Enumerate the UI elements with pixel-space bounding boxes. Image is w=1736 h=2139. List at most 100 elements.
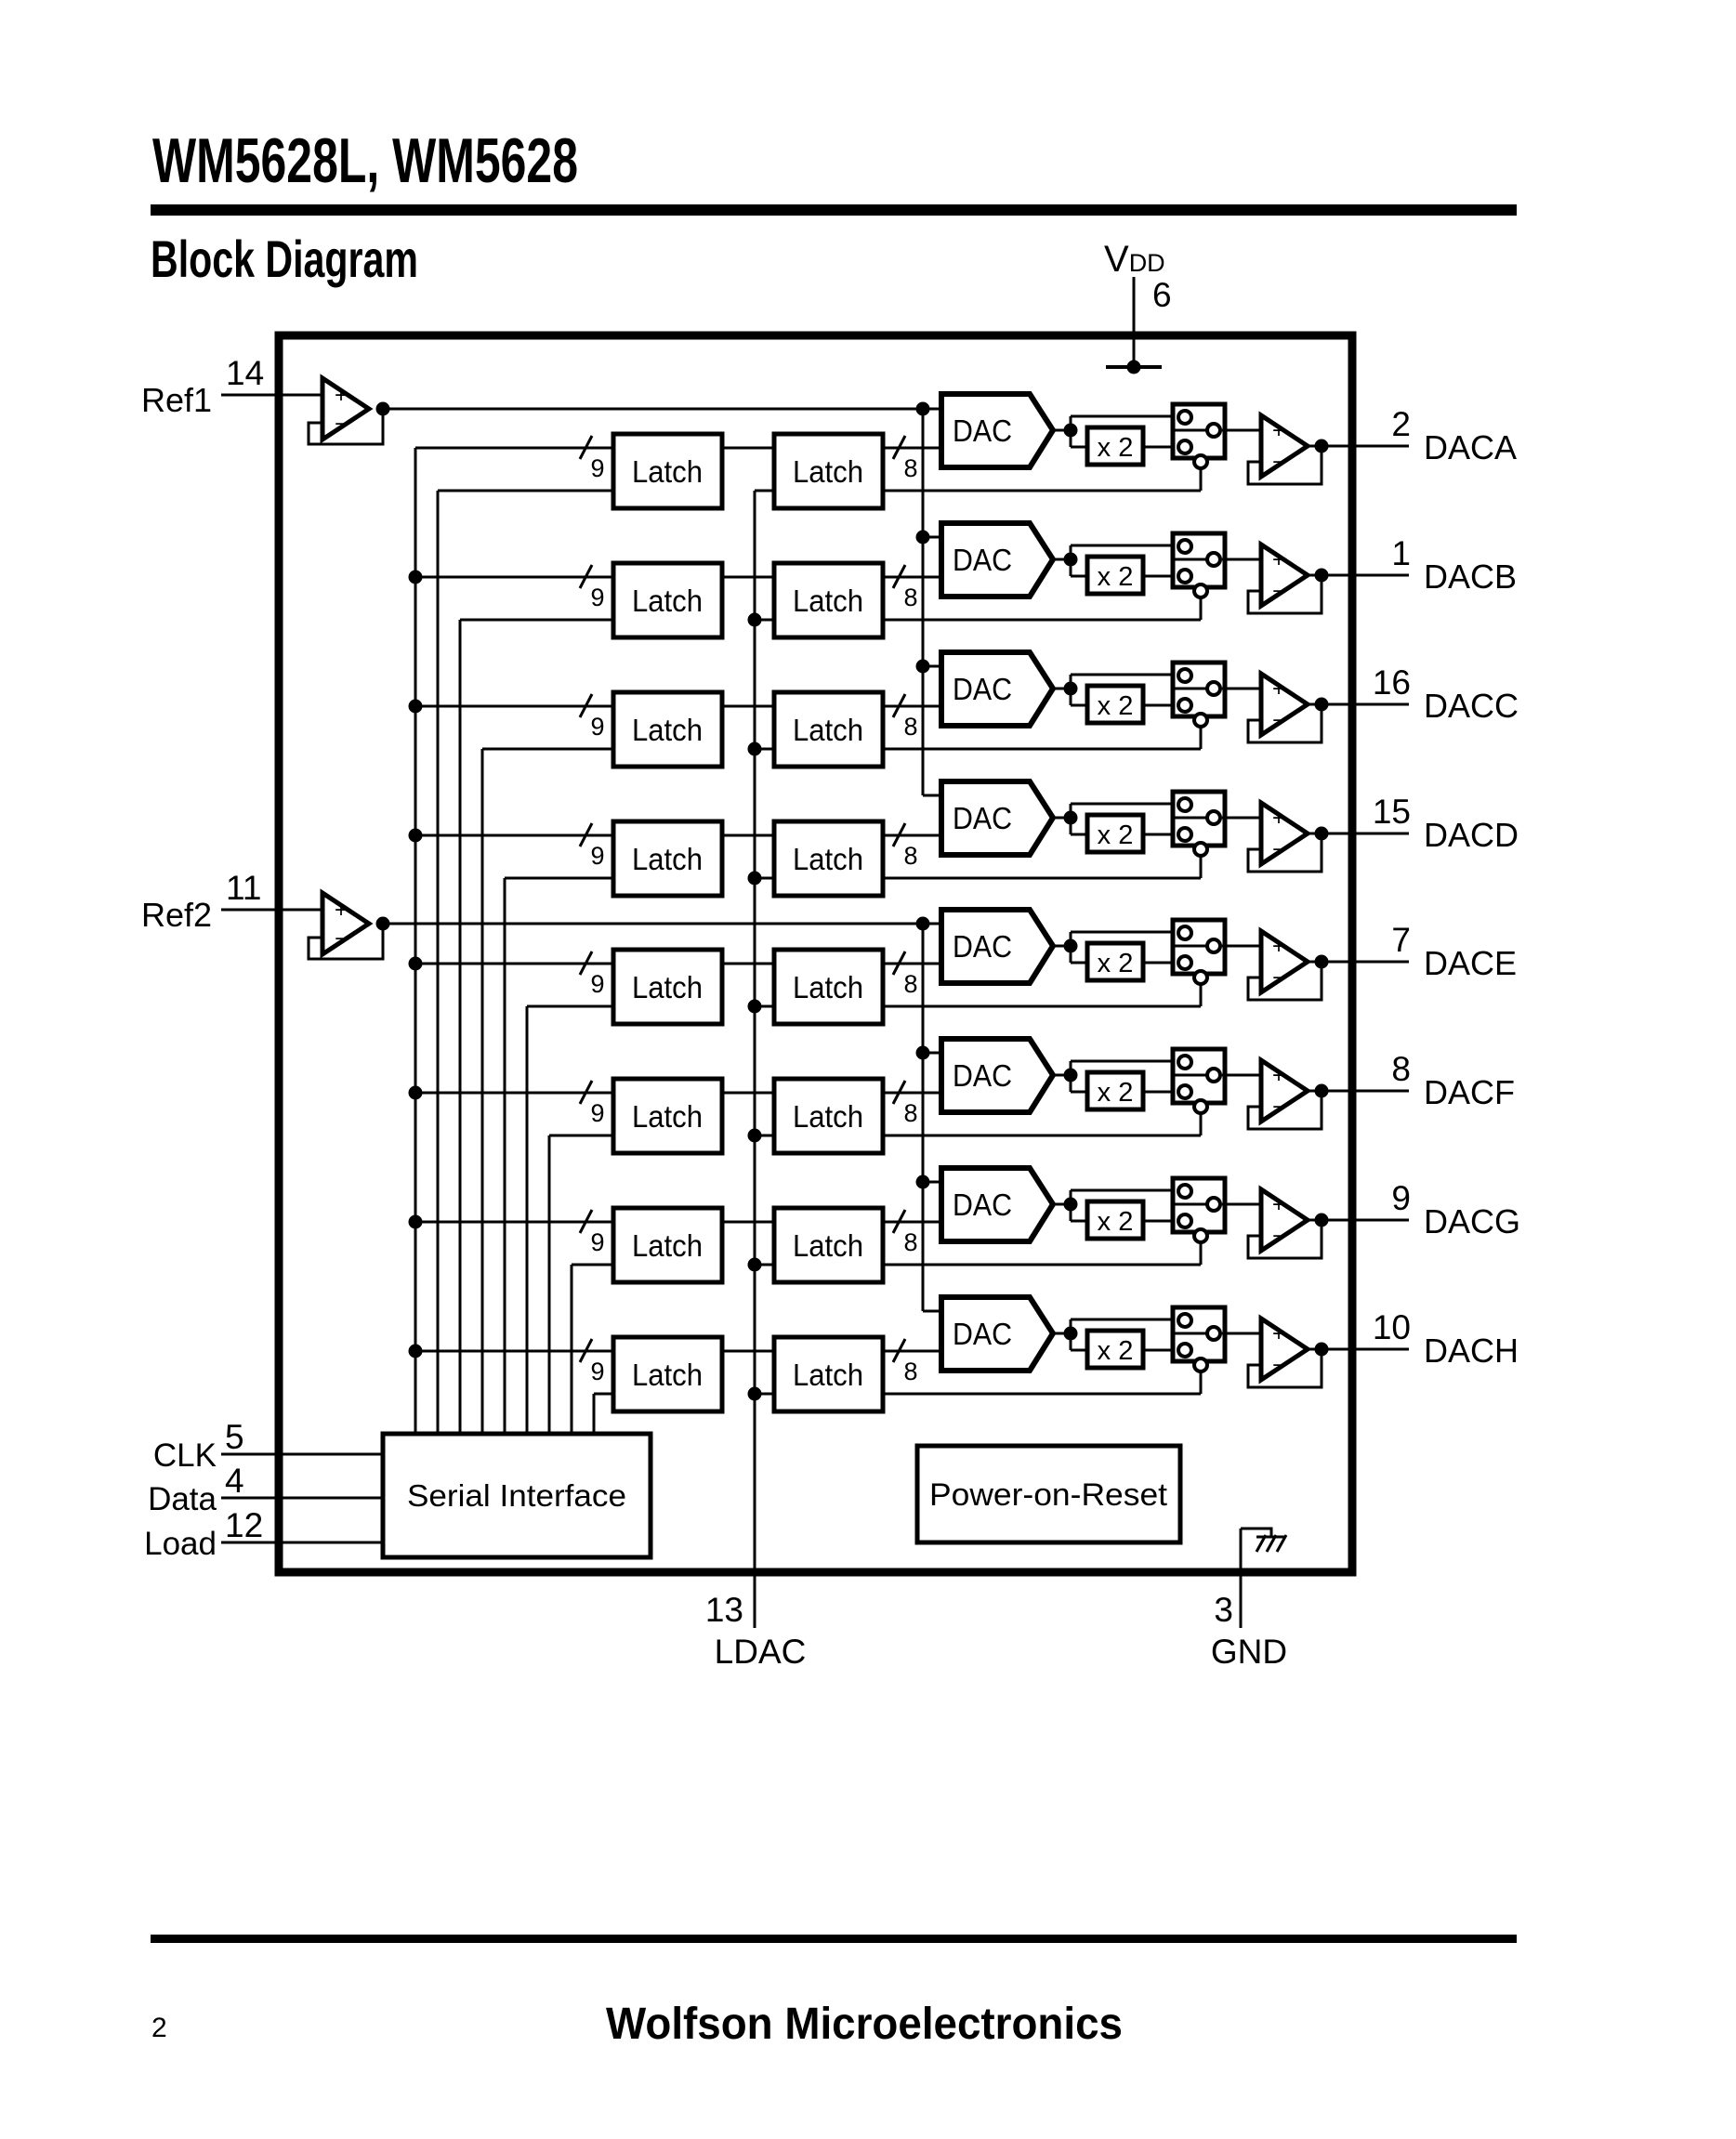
buffer-plus-dacb: + [1272, 547, 1285, 572]
data-bus-dot-dacg [408, 1214, 423, 1229]
gnd-label: GND [1211, 1633, 1287, 1671]
pin-number-dacb: 1 [1391, 534, 1411, 572]
page-title: WM5628L, WM5628 [152, 125, 578, 196]
switch-in1-daca [1177, 409, 1193, 426]
vdd-v: V [1104, 239, 1129, 280]
latch1-dacd [611, 819, 725, 899]
dac-label-dach: DAC [953, 1317, 1012, 1351]
buffer-plus-daca: + [1272, 418, 1285, 443]
output-label-dach: DACH [1424, 1332, 1519, 1370]
buffer-feedback-dacc [1246, 704, 1323, 744]
bus8-width-dach: 8 [903, 1358, 917, 1385]
bus8-slash-dace [891, 951, 907, 976]
x2-label-dacc: x 2 [1098, 691, 1134, 721]
buffer-feedback-daca [1246, 446, 1323, 486]
data-bus-dot-dacb [408, 570, 423, 584]
bus8-slash-dacd [891, 822, 907, 847]
dac-label-dacg: DAC [953, 1188, 1012, 1222]
vdd-pin-number: 6 [1152, 276, 1172, 314]
x2-label-daca: x 2 [1098, 433, 1134, 463]
bus9-slash-dacf [578, 1080, 594, 1105]
bus8-width-dacc: 8 [903, 713, 917, 741]
dac-dacf [939, 1036, 1057, 1115]
section-heading: Block Diagram [151, 230, 418, 288]
ref2-label: Ref2 [141, 896, 212, 934]
bus9-slash-dacb [578, 564, 594, 589]
ldac-label: LDAC [715, 1633, 807, 1671]
buffer-dacc [1258, 669, 1312, 740]
ref2-buffer-plus: + [335, 898, 348, 923]
dac-out-dot-dacb [1063, 552, 1078, 567]
latch1-dacb [611, 560, 725, 640]
ref1-pin-number: 14 [226, 354, 264, 392]
ldac-dot-dacf [747, 1128, 762, 1143]
buffer-plus-dacg: + [1272, 1192, 1285, 1217]
buffer-minus-dacf: − [1272, 1095, 1285, 1120]
ref1-buffer-minus: − [335, 412, 348, 437]
bus8-width-dace: 8 [903, 970, 917, 998]
ref2-feedback [307, 924, 385, 961]
bus9-width-dacd: 9 [590, 842, 604, 870]
switch-in2-dace [1177, 954, 1193, 971]
switch-in2-dacb [1177, 568, 1193, 584]
dac-dacb [939, 520, 1057, 599]
x2-label-dach: x 2 [1098, 1336, 1134, 1366]
bus9-slash-daca [578, 435, 594, 460]
switch-ctl-dacg [1192, 1227, 1209, 1244]
latch2-dacf [771, 1076, 886, 1156]
buffer-out-dot-dacb [1314, 568, 1329, 583]
buffer-out-dot-dacf [1314, 1083, 1329, 1098]
bus8-slash-dacc [891, 693, 907, 718]
pin-number-daca: 2 [1391, 405, 1411, 443]
latch1-dach [611, 1334, 725, 1414]
output-label-dacg: DACG [1424, 1202, 1520, 1240]
dac-dach [939, 1294, 1057, 1373]
gnd-hatch-1 [1255, 1534, 1268, 1553]
x2-label-dace: x 2 [1098, 949, 1134, 978]
latch2-label-daca: Latch [793, 454, 863, 489]
output-label-dacb: DACB [1424, 558, 1517, 596]
header-rule [151, 204, 1517, 216]
dac-dace [939, 907, 1057, 986]
gnd-hatch-2 [1265, 1534, 1278, 1553]
dac-out-dot-dace [1063, 938, 1078, 953]
switch-out-dach [1205, 1325, 1222, 1342]
switch-in2-dacc [1177, 697, 1193, 714]
ldac-dot-dace [747, 999, 762, 1014]
switch-in1-dach [1177, 1312, 1193, 1329]
switch-out-dacc [1205, 680, 1222, 697]
switch-in1-dacg [1177, 1183, 1193, 1200]
latch1-label-dace: Latch [632, 970, 703, 1004]
bus9-slash-dacc [578, 693, 594, 718]
dac-daca [939, 391, 1057, 470]
bus8-width-dacd: 8 [903, 842, 917, 870]
bus8-slash-dacb [891, 564, 907, 589]
gnd-pin-number: 3 [1214, 1591, 1233, 1629]
bus9-width-dacf: 9 [590, 1099, 604, 1127]
latch2-label-dacd: Latch [793, 842, 863, 876]
latch2-dacd [771, 819, 886, 899]
x2-label-dacd: x 2 [1098, 820, 1134, 850]
switch-ctl-dacb [1192, 583, 1209, 599]
bus9-width-dace: 9 [590, 970, 604, 998]
x2-gain-dace [1085, 940, 1146, 983]
serial-interface-label: Serial Interface [407, 1478, 626, 1513]
buffer-minus-dacb: − [1272, 579, 1285, 604]
gnd-hatch-3 [1275, 1534, 1288, 1553]
switch-ctl-dacd [1192, 841, 1209, 858]
switch-out-dacd [1205, 809, 1222, 826]
bus9-width-dacb: 9 [590, 584, 604, 611]
x2-label-dacg: x 2 [1098, 1207, 1134, 1237]
switch-in2-dach [1177, 1342, 1193, 1358]
bus9-width-daca: 9 [590, 454, 604, 482]
pin-number-dacg: 9 [1391, 1179, 1411, 1217]
buffer-out-dot-dacc [1314, 697, 1329, 712]
buffer-plus-dacc: + [1272, 676, 1285, 702]
switch-in1-dacc [1177, 667, 1193, 684]
dac-out-dot-dacd [1063, 810, 1078, 825]
data-bus-dot-dacd [408, 828, 423, 843]
latch1-label-dach: Latch [632, 1358, 703, 1392]
latch1-label-dacc: Latch [632, 713, 703, 747]
dac-label-dacf: DAC [953, 1058, 1012, 1093]
